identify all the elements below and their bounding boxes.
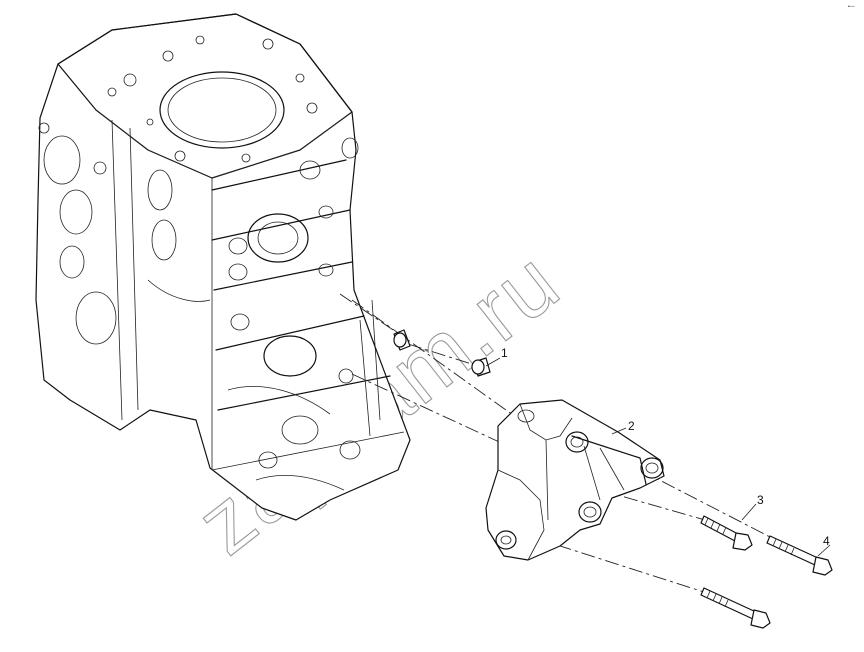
bolt-part-4 bbox=[766, 535, 833, 576]
bolt-lower bbox=[700, 587, 771, 629]
leader-lines bbox=[485, 357, 831, 557]
callout-1: 1 bbox=[501, 346, 508, 360]
spacer-bushing-part-1 bbox=[393, 329, 491, 377]
callout-2: 2 bbox=[628, 419, 635, 433]
callout-3: 3 bbox=[757, 493, 764, 507]
mounting-bracket-part-2 bbox=[485, 399, 665, 561]
cylinder-block bbox=[35, 13, 411, 521]
corner-mark: •— bbox=[848, 4, 855, 10]
bolt-part-3 bbox=[700, 515, 753, 551]
callout-4: 4 bbox=[823, 534, 830, 548]
